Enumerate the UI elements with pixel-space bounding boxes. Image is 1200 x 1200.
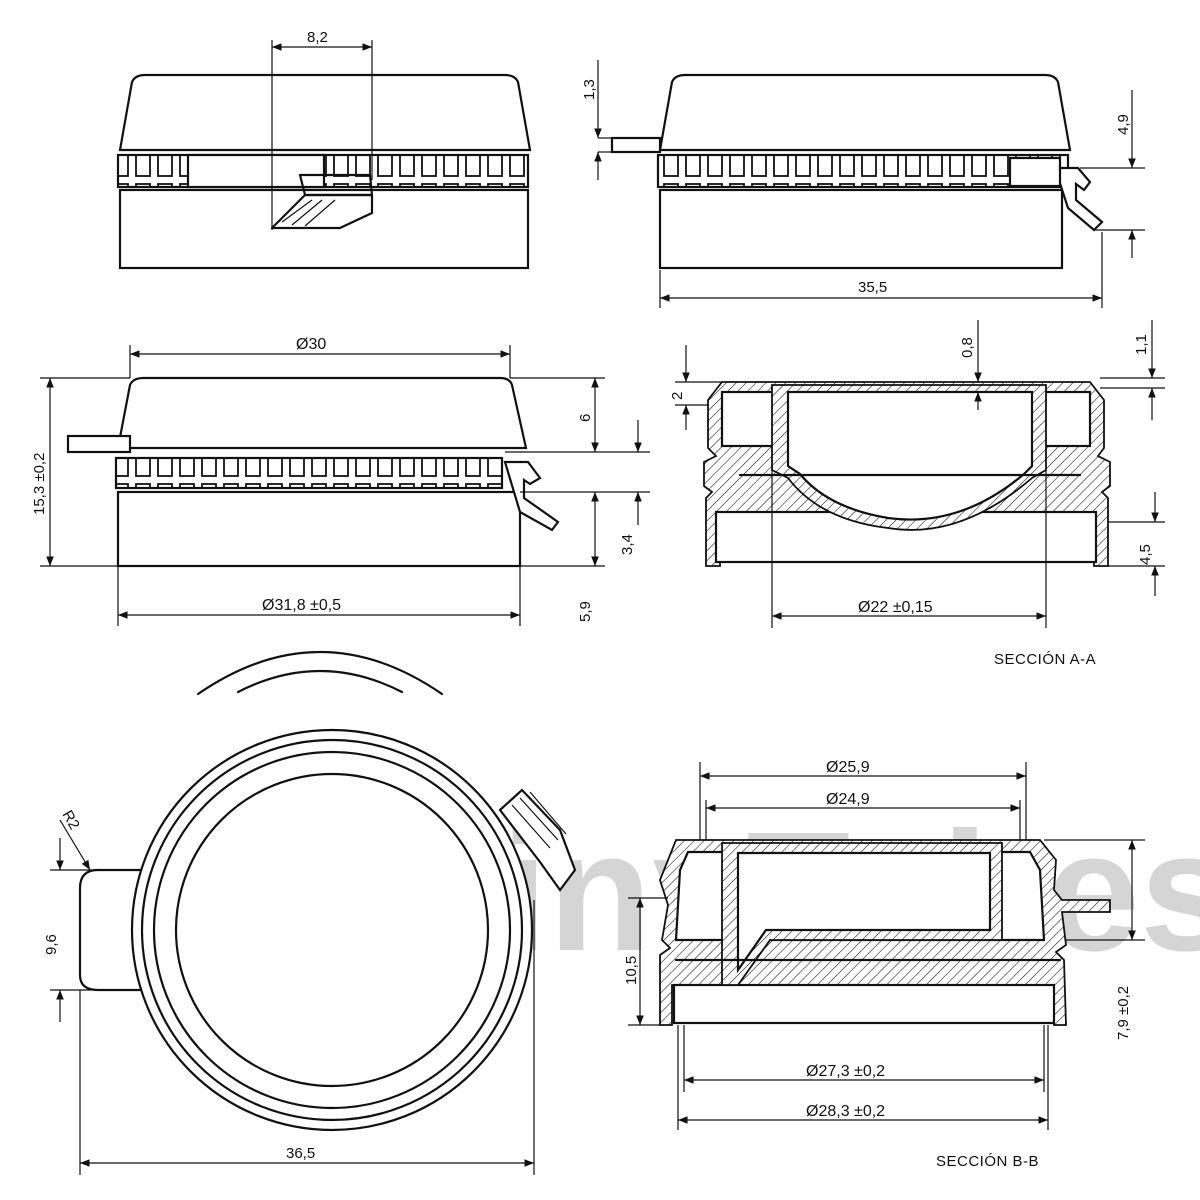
window-cutout bbox=[186, 153, 326, 189]
toothed-ring bbox=[656, 153, 1070, 189]
outer-ring bbox=[130, 728, 534, 1132]
dim-inner: 2 bbox=[669, 392, 686, 400]
dim-d4: Ø28,3 ±0,2 bbox=[806, 1103, 885, 1120]
dim-height: 4,9 bbox=[1115, 114, 1132, 135]
dim-height: 15,3 ±0,2 bbox=[31, 453, 48, 515]
section-b-caption: SECCIÓN B-B bbox=[936, 1153, 1039, 1170]
tab-left bbox=[610, 136, 662, 154]
dim-d1: Ø25,9 bbox=[826, 759, 870, 776]
dim-d3: Ø27,3 ±0,2 bbox=[806, 1063, 885, 1080]
dim-diameter: Ø22 ±0,15 bbox=[858, 599, 933, 616]
dim-tab: 9,6 bbox=[43, 934, 60, 955]
cap-base bbox=[658, 188, 1064, 270]
dim-d2: Ø24,9 bbox=[826, 791, 870, 808]
cap-top bbox=[116, 376, 528, 450]
hinge-strap bbox=[270, 193, 374, 230]
cap-base bbox=[116, 490, 522, 568]
dim-corner: 1,1 bbox=[1133, 334, 1150, 355]
dim-radius: R2 bbox=[59, 808, 83, 833]
dim-diameter: Ø30 bbox=[296, 336, 326, 353]
tab-left bbox=[66, 434, 132, 454]
dim-height: 10,5 bbox=[623, 956, 640, 985]
toothed-ring bbox=[114, 456, 504, 490]
latch-right bbox=[1053, 166, 1104, 232]
section-a-a: 0,8 1,1 2 4,5 Ø22 ±0,15 SECCIÓN A-A bbox=[669, 320, 1165, 668]
plan-view: 9,6 R2 36,5 bbox=[43, 651, 577, 1175]
dim-top: 0,8 bbox=[959, 337, 976, 358]
inner-ring bbox=[174, 772, 490, 1088]
dim-cap-height: 6 bbox=[577, 414, 594, 422]
cap-top bbox=[658, 73, 1072, 152]
dim-base-height: 5,9 bbox=[577, 601, 594, 622]
dim-width: 35,5 bbox=[858, 279, 887, 296]
front-view: Ø30 15,3 ±0,2 6 3,4 5,9 Ø31,8 ±0,5 bbox=[31, 336, 650, 626]
section-a-caption: SECCIÓN A-A bbox=[994, 651, 1096, 668]
dim-lower-height: 3,4 bbox=[619, 534, 636, 555]
dim-width: 8,2 bbox=[307, 29, 328, 46]
latch-right bbox=[503, 460, 560, 532]
dim-offset: 1,3 bbox=[581, 79, 598, 100]
section-b-b: Ø25,9 Ø24,9 10,5 7,9 ±0,2 Ø27,3 ±0,2 Ø28… bbox=[623, 759, 1145, 1170]
dim-lower: 4,5 bbox=[1137, 544, 1154, 565]
latch bbox=[498, 788, 577, 892]
side-view-top-right: 1,3 4,9 35,5 bbox=[581, 60, 1145, 308]
dim-base-diameter: Ø31,8 ±0,5 bbox=[262, 597, 341, 614]
cap-top bbox=[118, 73, 532, 152]
dim-side: 7,9 ±0,2 bbox=[1115, 986, 1132, 1040]
dim-width: 36,5 bbox=[286, 1145, 315, 1162]
side-view-top-left: 8,2 bbox=[116, 29, 532, 270]
